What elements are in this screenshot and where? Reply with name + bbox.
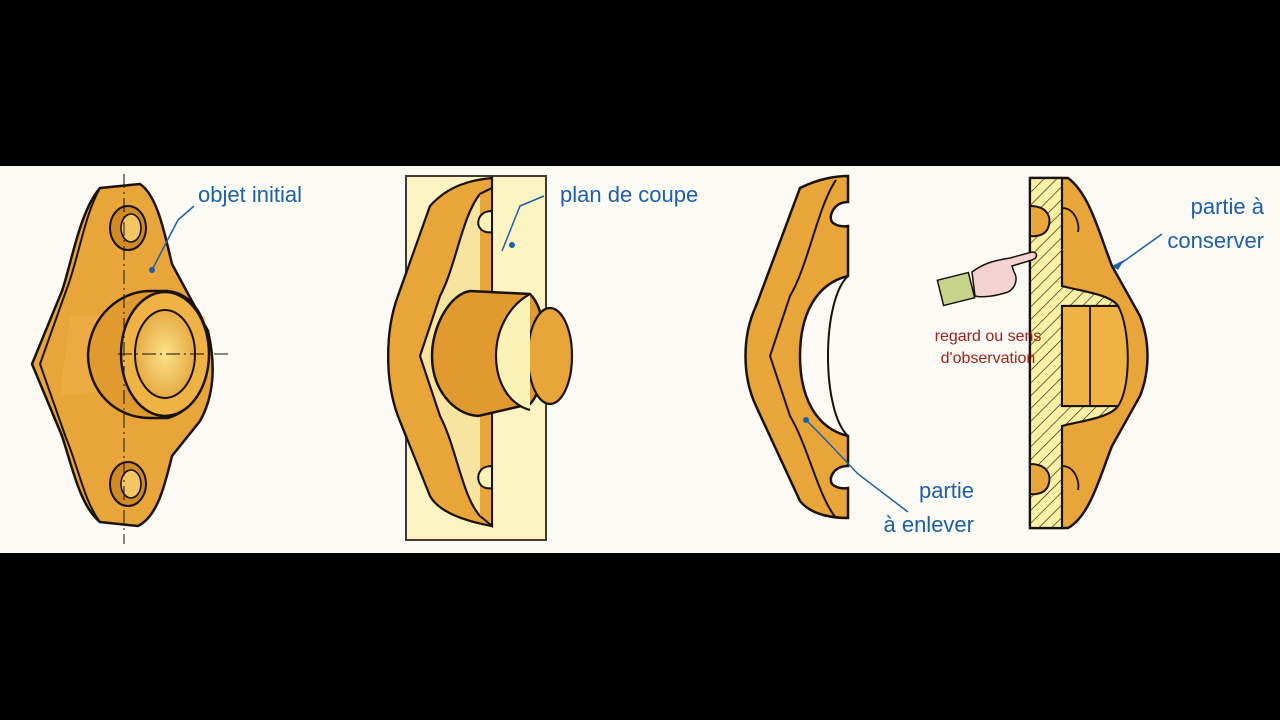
section-hole-top — [1029, 204, 1051, 238]
section-hole-bottom — [1029, 462, 1051, 496]
label-partie-a-enlever-line2: à enlever — [883, 512, 974, 537]
leader-dot — [149, 267, 155, 273]
leader-arrow — [1112, 260, 1124, 270]
removed-part-figure — [744, 174, 909, 520]
bore-inner — [1061, 305, 1129, 407]
cutting-plane-figure — [387, 175, 574, 541]
leader-dot — [509, 242, 515, 248]
initial-object — [30, 174, 230, 544]
hole-edges — [1061, 207, 1080, 491]
removed-bore-edge — [826, 275, 849, 437]
section-diagram — [30, 174, 1163, 544]
bore-cut — [494, 293, 531, 412]
bottom-hole-inner — [120, 469, 142, 499]
hole-notch-top — [477, 209, 493, 234]
label-regard-line1: regard ou sens — [934, 328, 1042, 345]
pointing-hand-icon — [936, 251, 1038, 307]
label-partie-a-enlever-line1: partie — [918, 478, 974, 503]
leader-partie-a-conserver — [1119, 233, 1163, 265]
label-objet-initial: objet initial — [198, 182, 302, 207]
leader-plan-de-coupe — [501, 195, 545, 252]
hole-notch-bottom — [477, 464, 493, 490]
removed-part-edge — [768, 179, 837, 519]
leader-partie-a-enlever — [821, 435, 909, 513]
leader-objet-initial — [151, 205, 195, 271]
boss-beyond-plane — [526, 306, 574, 406]
flange-edge — [38, 187, 101, 523]
leader-segment — [805, 419, 823, 437]
half-part-front — [387, 176, 494, 528]
figure-band: objet initial plan de coupe partie à con… — [0, 166, 1280, 553]
kept-part-figure — [936, 176, 1163, 530]
top-hole-inner — [120, 213, 142, 243]
label-partie-a-conserver-line2: conserver — [1167, 228, 1264, 253]
label-plan-de-coupe: plan de coupe — [560, 182, 699, 207]
label-regard-line2: d'observation — [940, 350, 1036, 367]
removed-part — [744, 174, 850, 520]
label-partie-a-conserver-line1: partie à — [1190, 194, 1264, 219]
